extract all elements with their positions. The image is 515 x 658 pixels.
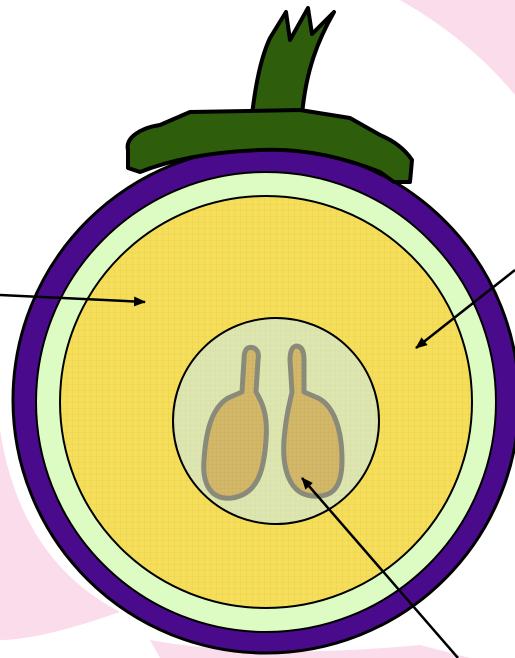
stem	[252, 8, 334, 115]
core	[173, 318, 379, 524]
